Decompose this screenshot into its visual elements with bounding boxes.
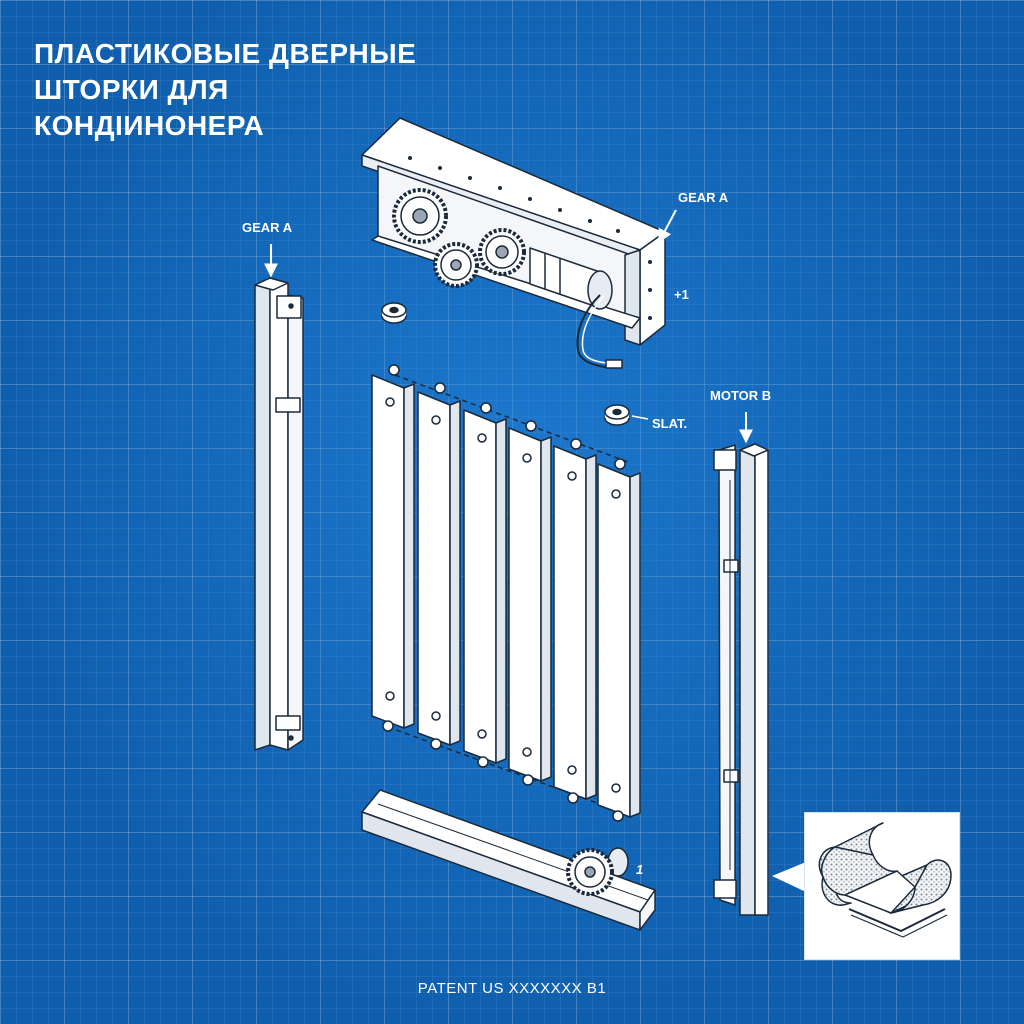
slat bbox=[508, 420, 552, 786]
slat bbox=[371, 364, 415, 732]
patent-footer: PATENT US XXXXXXX B1 bbox=[417, 980, 607, 997]
label-gear-a-top: GEAR A bbox=[678, 190, 729, 205]
slat bbox=[553, 438, 597, 804]
gear-icon bbox=[566, 847, 629, 896]
label-gear-a-left: GEAR A bbox=[242, 220, 293, 235]
left-vertical-rail bbox=[254, 277, 304, 751]
page-title: ПЛАСТИКОВЫЕ ДВЕРНЫЕ ШТОРКИ ДЛЯ КОНДIИНОН… bbox=[34, 36, 416, 144]
title-line-2: ШТОРКИ ДЛЯ bbox=[34, 74, 229, 105]
slat bbox=[597, 458, 641, 822]
label-slat: SLAT. bbox=[652, 416, 688, 431]
motor-icon bbox=[529, 247, 613, 310]
title-line-1: ПЛАСТИКОВЫЕ ДВЕРНЫЕ bbox=[34, 38, 417, 69]
callout-leader bbox=[631, 415, 649, 420]
bottom-track bbox=[361, 789, 656, 931]
gear-housing bbox=[361, 117, 666, 369]
slat bbox=[463, 402, 507, 768]
gear-icon bbox=[433, 242, 479, 288]
slat-panel bbox=[371, 364, 641, 822]
gear-icon bbox=[392, 188, 448, 244]
title-line-3: КОНДIИНОНЕРА bbox=[34, 110, 265, 141]
callout-arrow bbox=[658, 209, 677, 244]
right-vertical-rail bbox=[713, 443, 769, 916]
washer bbox=[604, 404, 630, 426]
label-motor-b: MOTOR B bbox=[710, 388, 772, 403]
slat bbox=[417, 382, 461, 750]
washer bbox=[381, 302, 407, 324]
gear-icon bbox=[478, 228, 526, 276]
label-one: 1 bbox=[636, 862, 644, 877]
label-plus-one: +1 bbox=[674, 287, 689, 302]
seal-detail-inset bbox=[804, 812, 960, 960]
seal-profile-illustration bbox=[818, 822, 952, 938]
inset-pointer bbox=[772, 862, 806, 892]
